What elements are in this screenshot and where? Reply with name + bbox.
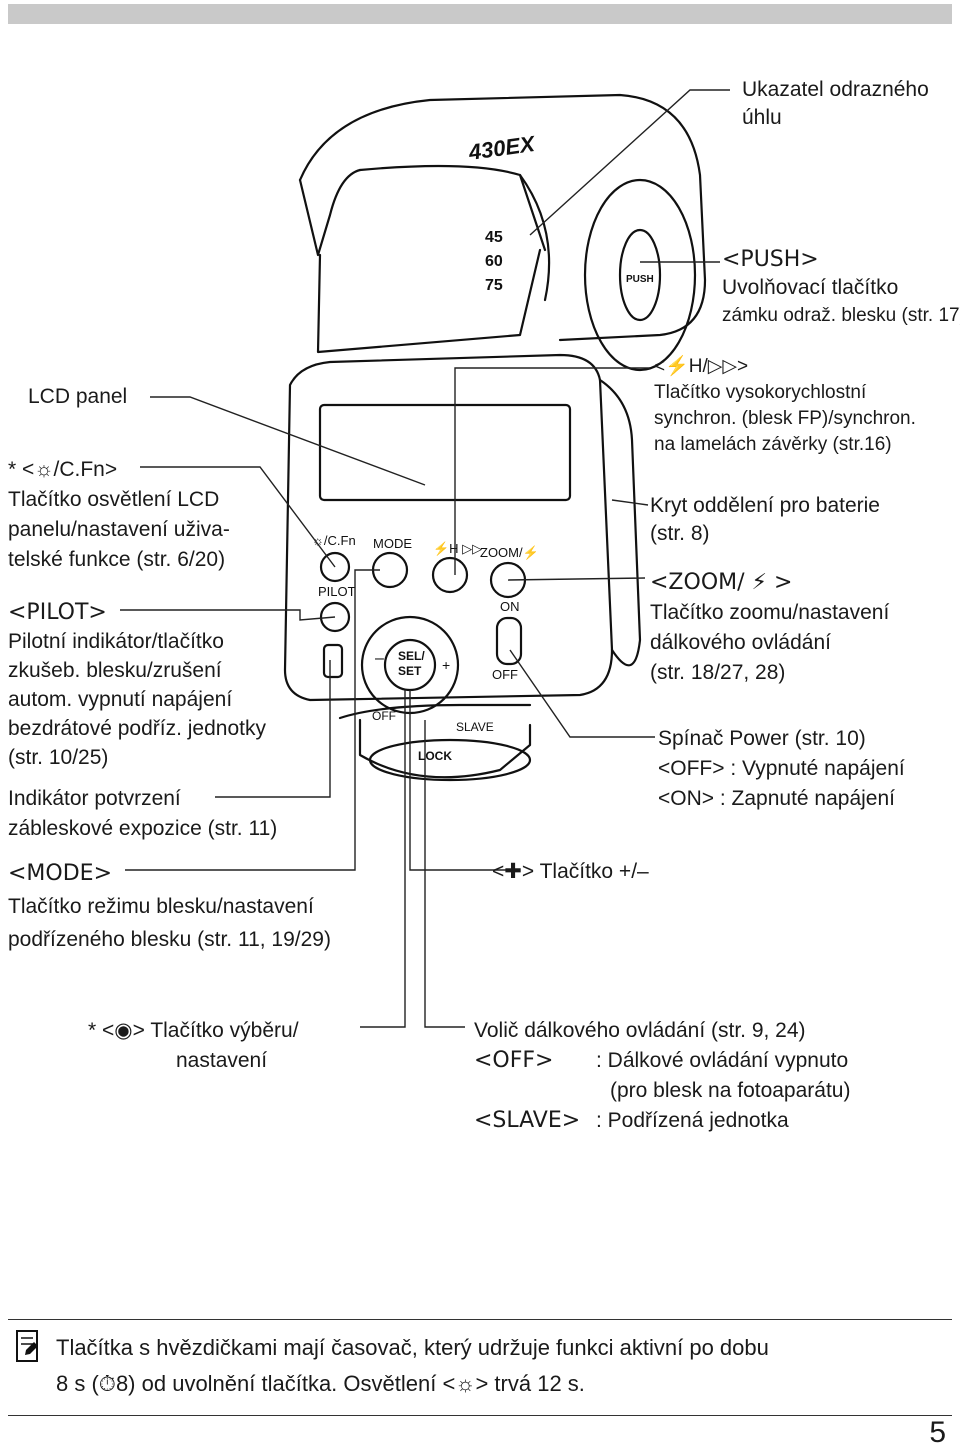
label-line: Indikátor potvrzení xyxy=(8,787,181,810)
label-power-switch: Spínač Power (str. 10) <OFF> : Vypnuté n… xyxy=(658,724,905,814)
svg-text:OFF: OFF xyxy=(492,667,518,682)
label-line: nastavení xyxy=(176,1049,268,1072)
label-line: <✚> Tlačítko +/– xyxy=(492,860,649,883)
flash-body xyxy=(283,353,614,702)
svg-text:MODE: MODE xyxy=(373,536,412,551)
label-line: Tlačítko režimu blesku/nastavení xyxy=(8,895,314,918)
light-button-shape xyxy=(319,551,351,583)
label-light-button: * <☼/C.Fn> Tlačítko osvětlení LCD panelu… xyxy=(8,455,230,575)
power-switch-shape xyxy=(495,616,523,666)
label-line: Pilotní indikátor/tlačítko xyxy=(8,630,224,653)
label-line: Volič dálkového ovládání (str. 9, 24) xyxy=(474,1019,806,1042)
label-pilot-button: <PILOT> Pilotní indikátor/tlačítko zkuše… xyxy=(8,598,266,772)
svg-text:OFF: OFF xyxy=(372,709,396,723)
label-line: <⚡H/▷▷> xyxy=(654,356,749,377)
label-wireless-switch: Volič dálkového ovládání (str. 9, 24) <O… xyxy=(474,1016,850,1136)
hs-button-shape xyxy=(431,556,469,594)
svg-text:+: + xyxy=(442,657,450,673)
pilot-button-shape xyxy=(319,601,351,633)
svg-text:SET: SET xyxy=(398,664,422,678)
label-plus-minus: <✚> Tlačítko +/– xyxy=(492,858,649,886)
label-line: (str. 10/25) xyxy=(8,746,109,769)
push-dial xyxy=(583,178,697,372)
wireless-off-code: <OFF> xyxy=(474,1048,554,1073)
svg-text:SLAVE: SLAVE xyxy=(456,720,494,734)
label-line: <ZOOM/ ⚡ > xyxy=(650,570,793,595)
label-line: <PUSH> xyxy=(722,247,819,272)
label-line: (pro blesk na fotoaparátu) xyxy=(610,1079,851,1102)
model-text: 430EX xyxy=(466,131,537,165)
note-line-1: Tlačítka s hvězdičkami mají časovač, kte… xyxy=(56,1335,769,1360)
label-zoom-button: <ZOOM/ ⚡ > Tlačítko zoomu/nastavení dálk… xyxy=(650,568,889,688)
flash-head-outline xyxy=(298,93,707,342)
label-bounce-indicator: Ukazatel odrazného úhlu xyxy=(742,76,929,132)
label-fec-indicator: Indikátor potvrzení zábleskové expozice … xyxy=(8,784,277,844)
label-line: LCD panel xyxy=(28,385,128,408)
label-line: * <☼/C.Fn> xyxy=(8,458,118,481)
label-line: Tlačítko vysokorychlostní xyxy=(654,382,867,403)
svg-text:–: – xyxy=(375,650,384,667)
svg-text:⚡H ▷▷: ⚡H ▷▷ xyxy=(433,541,482,557)
svg-text:75: 75 xyxy=(485,277,503,294)
wireless-off-desc: : Dálkové ovládání vypnuto xyxy=(596,1049,849,1072)
svg-text:PUSH: PUSH xyxy=(626,274,654,285)
label-hs-button: <⚡H/▷▷> Tlačítko vysokorychlostní synchr… xyxy=(654,354,916,458)
label-line: na lamelách závěrky (str.16) xyxy=(654,434,892,455)
label-push-button: <PUSH> Uvolňovací tlačítko zámku odraž. … xyxy=(722,246,960,330)
label-line: dálkového ovládání xyxy=(650,631,831,654)
svg-text:60: 60 xyxy=(485,253,503,270)
label-line: Ukazatel odrazného xyxy=(742,78,929,101)
label-line: bezdrátové podříz. jednotky xyxy=(8,717,266,740)
svg-text:ON: ON xyxy=(500,599,520,614)
label-line: zábleskové expozice (str. 11) xyxy=(8,817,278,840)
label-lcd-panel: LCD panel xyxy=(28,383,127,411)
label-line: * <◉> Tlačítko výběru/ xyxy=(88,1019,299,1042)
label-line: synchron. (blesk FP)/synchron. xyxy=(654,408,916,429)
note-line-2: 8 s (⏱8) od uvolnění tlačítka. Osvětlení… xyxy=(56,1371,585,1396)
svg-text:☼/C.Fn: ☼/C.Fn xyxy=(312,533,356,548)
note-box: Tlačítka s hvězdičkami mají časovač, kte… xyxy=(8,1319,952,1416)
svg-text:ZOOM/⚡: ZOOM/⚡ xyxy=(480,545,539,561)
label-line: <OFF> : Vypnuté napájení xyxy=(658,757,905,780)
flash-head-front xyxy=(316,248,542,354)
wireless-slave-code: <SLAVE> xyxy=(474,1108,581,1133)
label-line: Tlačítko zoomu/nastavení xyxy=(650,601,890,624)
note-text: Tlačítka s hvězdičkami mají časovač, kte… xyxy=(56,1330,769,1402)
leader-lines xyxy=(120,89,730,1028)
label-line: telské funkce (str. 6/20) xyxy=(8,548,226,571)
svg-text:PILOT: PILOT xyxy=(318,584,356,599)
label-line: podřízeného blesku (str. 11, 19/29) xyxy=(8,928,331,951)
label-line: Uvolňovací tlačítko xyxy=(722,276,899,299)
label-line: <MODE> xyxy=(8,861,113,886)
label-line: (str. 8) xyxy=(650,522,710,545)
label-line: panelu/nastavení uživa- xyxy=(8,518,230,541)
label-line: zámku odraž. blesku (str. 17) xyxy=(722,305,960,326)
label-line: autom. vypnutí napájení xyxy=(8,688,233,711)
note-icon xyxy=(16,1330,38,1362)
svg-text:45: 45 xyxy=(485,229,503,246)
svg-text:SEL/: SEL/ xyxy=(398,649,425,663)
device-text: 430EX 45 60 75 PUSH ☼/C.Fn MODE ⚡H ▷▷ ZO… xyxy=(312,131,654,763)
label-battery-cover: Kryt oddělení pro baterie (str. 8) xyxy=(650,492,880,548)
wireless-slave-desc: : Podřízená jednotka xyxy=(596,1109,789,1132)
label-line: (str. 18/27, 28) xyxy=(650,661,786,684)
label-select-button: * <◉> Tlačítko výběru/ nastavení xyxy=(88,1016,299,1076)
label-line: Tlačítko osvětlení LCD xyxy=(8,488,220,511)
label-mode-button: <MODE> Tlačítko režimu blesku/nastavení … xyxy=(8,857,331,956)
label-line: Kryt oddělení pro baterie xyxy=(650,494,880,517)
lcd-screen xyxy=(318,403,572,502)
label-line: úhlu xyxy=(742,106,782,129)
label-line: <PILOT> xyxy=(8,600,107,625)
label-line: <ON> : Zapnuté napájení xyxy=(658,787,895,810)
label-line: Spínač Power (str. 10) xyxy=(658,727,866,750)
label-line: zkušeb. blesku/zrušení xyxy=(8,659,222,682)
header-bar xyxy=(8,4,952,24)
page-number: 5 xyxy=(929,1416,946,1449)
svg-text:LOCK: LOCK xyxy=(418,749,452,763)
